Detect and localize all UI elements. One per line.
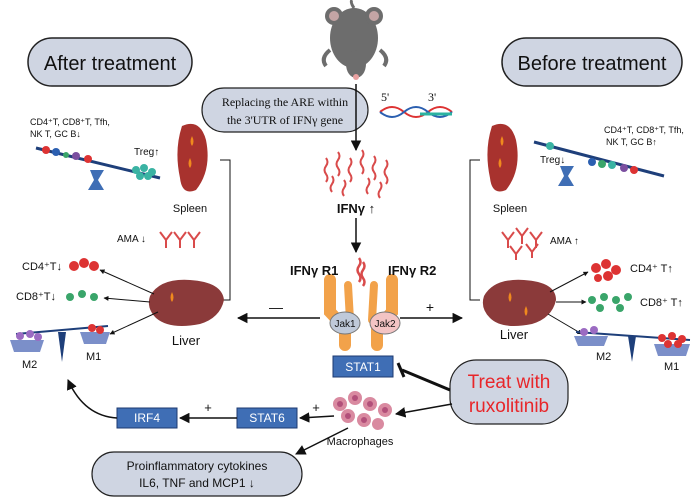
- ama-down-label: AMA ↓: [117, 234, 146, 245]
- m2-m1-balance-left: [10, 324, 110, 362]
- macrophages-label: Macrophages: [327, 436, 394, 448]
- plus-sign-stat6: +: [312, 400, 320, 415]
- svg-text:IRF4: IRF4: [134, 411, 160, 425]
- cells-low-label-1: CD4⁺T, CD8⁺T, Tfh,: [30, 117, 110, 127]
- liver-label-left: Liver: [172, 333, 201, 348]
- mouse-icon: [321, 0, 389, 80]
- plus-sign-irf4: +: [204, 400, 212, 415]
- ama-up-label: AMA ↑: [550, 236, 579, 247]
- cells-high-label-1: CD4⁺T, CD8⁺T, Tfh,: [604, 125, 684, 135]
- balance-seesaw-left: [35, 146, 161, 190]
- cd8-up-label: CD8⁺ T↑: [640, 297, 683, 309]
- m2-label-left: M2: [22, 359, 37, 371]
- spleen-icon-right: [487, 123, 518, 192]
- svg-text:Jak2: Jak2: [374, 319, 396, 330]
- after-treatment-title: After treatment: [44, 53, 177, 75]
- receptor-r2-label: IFNγ R2: [388, 263, 436, 278]
- before-treatment-title: Before treatment: [518, 53, 667, 75]
- balance-seesaw-right: [533, 140, 665, 186]
- m2-m1-balance-right: [574, 326, 691, 362]
- ruxolitinib-treatment-box: Treat with ruxolitinib: [449, 359, 569, 425]
- before-treatment-header: Before treatment: [501, 37, 683, 87]
- antibody-icon-right: [501, 227, 543, 260]
- cd4-down-label: CD4⁺T↓: [22, 261, 62, 273]
- jak1-node: Jak1: [329, 311, 361, 335]
- jak2-node: Jak2: [369, 311, 401, 335]
- ifng-up-label: IFNγ ↑: [337, 201, 375, 216]
- cells-low-label-2: NK T, GC B↓: [30, 129, 81, 139]
- treg-up-label: Treg↑: [134, 147, 159, 158]
- m1-label-right: M1: [664, 361, 679, 373]
- liver-icon-right: [482, 279, 556, 326]
- spleen-icon-left: [177, 123, 208, 192]
- svg-text:Replacing the ARE within: Replacing the ARE within: [222, 95, 348, 109]
- cells-high-label-2: NK T, GC B↑: [606, 137, 657, 147]
- cd4-cells-right: [591, 259, 621, 282]
- svg-text:the 3'UTR of IFNγ gene: the 3'UTR of IFNγ gene: [227, 113, 343, 127]
- svg-text:STAT6: STAT6: [249, 411, 285, 425]
- cytokines-label-1: Proinflammatory cytokines: [127, 459, 268, 473]
- liver-icon-left: [148, 279, 224, 326]
- cd8-cells-left: [66, 290, 98, 301]
- minus-sign: —: [269, 299, 283, 315]
- treg-down-label: Treg↓: [540, 155, 565, 166]
- ifng-molecules-icon: [323, 149, 389, 199]
- m1-label-left: M1: [86, 351, 101, 363]
- cytokines-box: Proinflammatory cytokines IL6, TNF and M…: [91, 451, 303, 497]
- m2-label-right: M2: [596, 351, 611, 363]
- dna-helix-icon: 5' 3': [379, 90, 453, 118]
- cd8-down-label: CD8⁺T↓: [16, 291, 56, 303]
- receptor-r1-label: IFNγ R1: [290, 263, 338, 278]
- three-prime-label: 3': [428, 90, 436, 104]
- stat6-box: STAT6: [236, 407, 298, 429]
- irf4-box: IRF4: [116, 407, 178, 429]
- cytokines-label-2: IL6, TNF and MCP1 ↓: [139, 476, 255, 490]
- liver-label-right: Liver: [500, 327, 529, 342]
- cd4-up-label: CD4⁺ T↑: [630, 263, 673, 275]
- svg-text:Treat with: Treat with: [468, 372, 551, 393]
- svg-text:ruxolitinib: ruxolitinib: [469, 396, 549, 417]
- cd8-cells-right: [588, 293, 632, 312]
- are-replacement-label: Replacing the ARE within the 3'UTR of IF…: [201, 87, 369, 133]
- spleen-label-left: Spleen: [173, 203, 207, 215]
- five-prime-label: 5': [381, 90, 389, 104]
- antibody-icon-left: [159, 231, 201, 248]
- svg-text:Jak1: Jak1: [334, 319, 356, 330]
- cd4-cells-left: [69, 258, 99, 271]
- stat1-box: STAT1: [332, 355, 394, 378]
- spleen-label-right: Spleen: [493, 203, 527, 215]
- plus-sign: +: [426, 299, 434, 315]
- after-treatment-header: After treatment: [27, 37, 193, 87]
- macrophages-icon: [333, 391, 392, 430]
- svg-text:STAT1: STAT1: [345, 360, 381, 374]
